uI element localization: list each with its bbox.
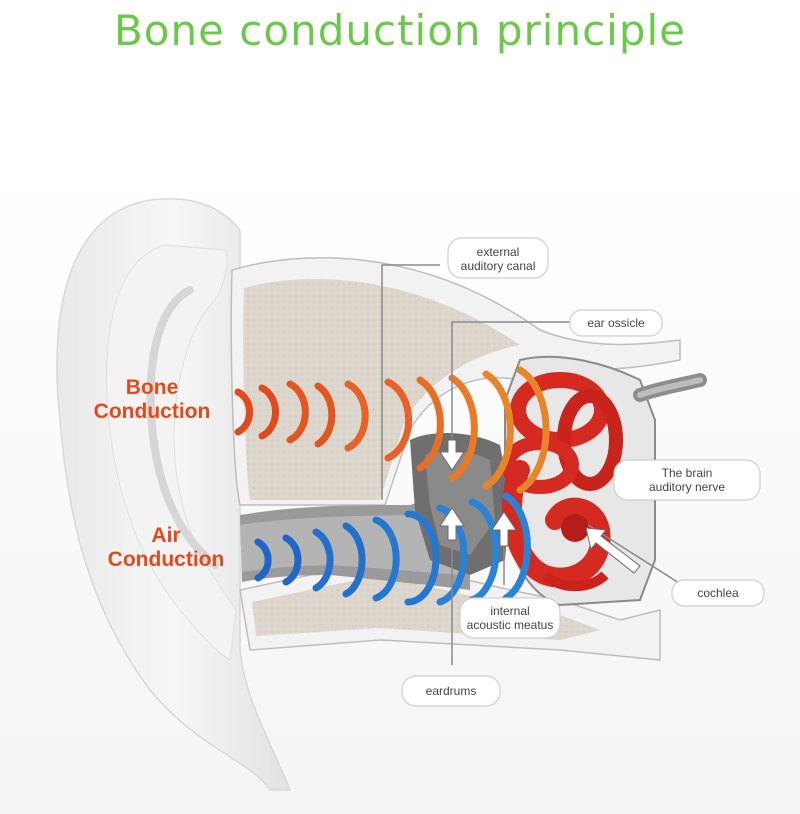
bone-conduction-line1: Bone	[125, 376, 179, 399]
arrows	[439, 439, 641, 574]
bone-conduction-label: Bone Conduction	[72, 376, 232, 424]
label-ear-ossicle: ear ossicle	[587, 316, 645, 330]
brain-nerve-line1: The brain	[661, 466, 713, 480]
label-internal-acoustic-meatus: internal acoustic meatus	[460, 604, 560, 632]
air-conduction-waves	[254, 492, 531, 606]
inner-ear	[501, 372, 623, 592]
label-bubbles	[401, 237, 765, 707]
air-conduction-line1: Air	[151, 524, 181, 547]
label-cochlea: cochlea	[697, 586, 739, 600]
internal-meatus-line1: internal	[490, 604, 530, 618]
external-canal-line2: auditory canal	[460, 259, 536, 273]
label-eardrums: eardrums	[425, 684, 477, 698]
bone-conduction-line2: Conduction	[93, 400, 211, 423]
air-conduction-line2: Conduction	[107, 548, 225, 571]
air-conduction-label: Air Conduction	[86, 524, 246, 572]
external-canal-line1: external	[476, 245, 520, 259]
internal-meatus-line2: acoustic meatus	[466, 618, 554, 632]
brain-nerve-line2: auditory nerve	[648, 480, 726, 494]
label-external-auditory-canal: external auditory canal	[448, 245, 548, 273]
label-brain-auditory-nerve: The brain auditory nerve	[614, 466, 760, 494]
diagram-title: Bone conduction principle	[113, 6, 687, 55]
bone-conduction-waves	[234, 366, 550, 494]
